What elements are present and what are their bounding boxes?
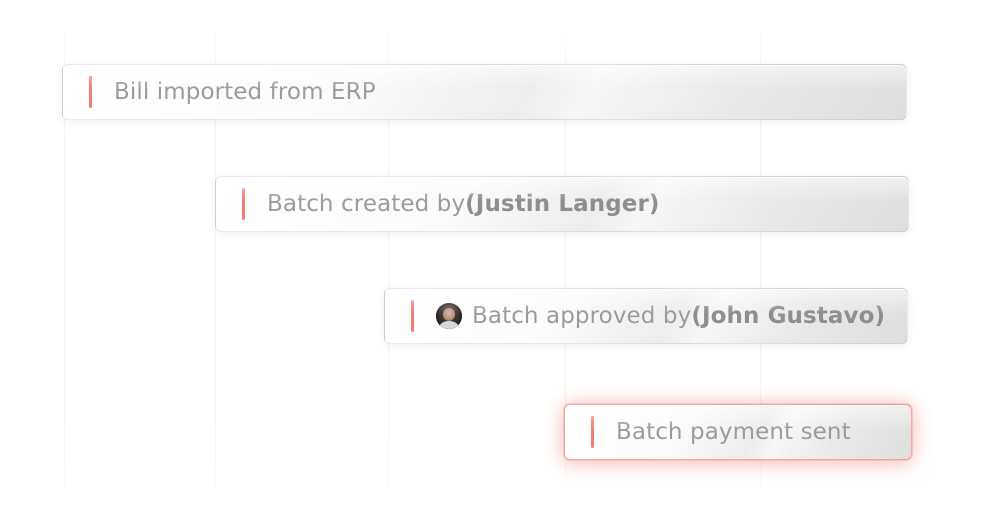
- event-label: Batch created by: [267, 191, 466, 217]
- event-label: Bill imported from ERP: [114, 79, 376, 105]
- timeline-event-batch-approved: Batch approved by ( John Gustavo ): [384, 288, 908, 344]
- avatar-icon: [436, 303, 462, 329]
- user-name: Justin Langer: [475, 191, 649, 217]
- close-paren: ): [648, 191, 660, 217]
- timeline-event-bill-imported: Bill imported from ERP: [62, 64, 907, 120]
- user-name: John Gustavo: [701, 303, 875, 329]
- open-paren: (: [465, 191, 476, 217]
- accent-bar: [242, 188, 245, 220]
- accent-bar: [89, 76, 92, 108]
- event-label: Batch payment sent: [616, 419, 851, 445]
- accent-bar: [411, 300, 414, 332]
- accent-bar: [591, 416, 594, 448]
- timeline-event-batch-payment-sent: Batch payment sent: [564, 404, 912, 460]
- event-label: Batch approved by: [472, 303, 692, 329]
- close-paren: ): [874, 303, 886, 329]
- timeline-event-batch-created: Batch created by ( Justin Langer ): [215, 176, 909, 232]
- open-paren: (: [691, 303, 702, 329]
